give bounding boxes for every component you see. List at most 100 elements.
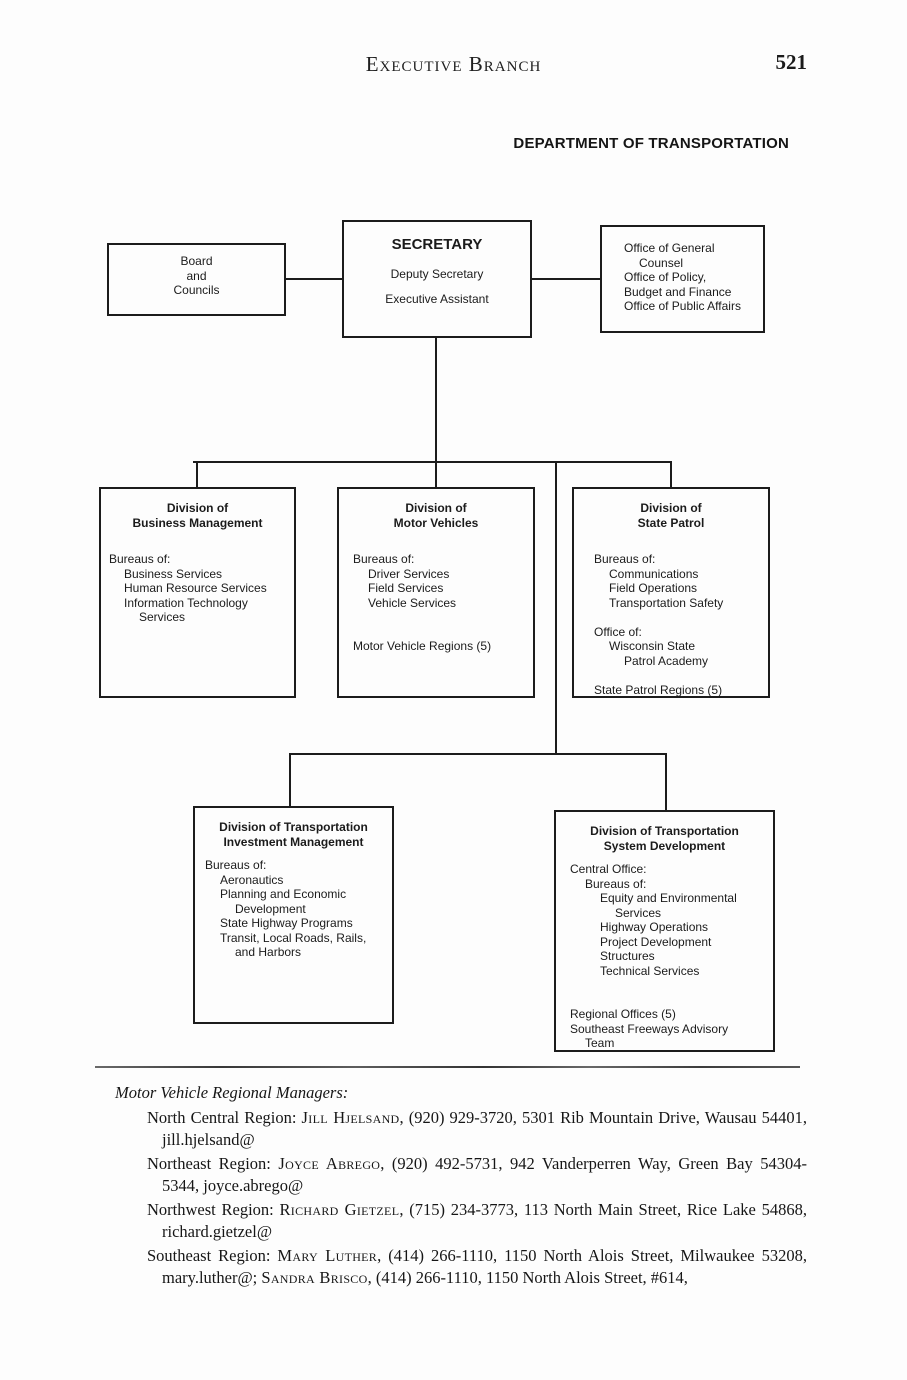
org-box-line: Office of Public Affairs — [624, 299, 741, 313]
org-box-line: Project Development — [600, 934, 712, 949]
entry-detail: , (715) 234-3773, 113 North Main Street,… — [162, 1200, 807, 1241]
connector-secretary-down — [435, 338, 437, 463]
org-box-line: Development — [235, 901, 306, 916]
org-box-line — [594, 668, 768, 683]
org-box-line: Patrol Academy — [624, 653, 709, 668]
org-box-line: Structures — [600, 949, 655, 963]
regional-manager-entry-southeast: Southeast Region: Mary Luther , (414) 266… — [115, 1245, 807, 1289]
manager-name: Richard Gietzel — [279, 1200, 400, 1219]
org-box-line: and — [186, 268, 207, 283]
entry-prefix: Northwest Region: — [147, 1200, 280, 1219]
connector-drop-state-patrol — [670, 463, 672, 487]
org-box-line: State Patrol — [637, 515, 705, 530]
org-box-line: Wisconsin State — [609, 639, 696, 653]
org-box-line: Bureaus of: — [109, 552, 171, 566]
org-box-line: Services — [139, 610, 186, 624]
org-box-line: Bureaus of: — [353, 552, 415, 566]
connector-tier2-horizontal — [289, 753, 667, 755]
org-box-line: Office of General — [624, 241, 715, 255]
org-box-line: Equity and Environmental — [600, 891, 737, 905]
org-box-line: State Patrol Regions (5) — [594, 682, 723, 697]
org-box-line: Bureaus of: — [205, 858, 267, 872]
org-box-line: and Harbors — [235, 945, 302, 959]
org-box-line: Division of — [405, 501, 467, 515]
org-box-line: Human Resource Services — [124, 581, 267, 595]
org-box-line: Technical Services — [600, 963, 700, 978]
org-box-line: Aeronautics — [220, 872, 284, 887]
org-box-line: Information Technology — [124, 595, 248, 610]
org-box-line: Regional Offices (5) — [570, 1007, 676, 1021]
org-box-line: Division of Transportation — [590, 824, 739, 838]
regional-managers-section: Motor Vehicle Regional Managers: North C… — [115, 1082, 807, 1291]
manager-name: Joyce Abrego — [278, 1154, 381, 1173]
connector-tier1-horizontal — [193, 461, 672, 463]
connector-trunk-lower-tier — [555, 463, 557, 755]
org-box-line: Investment Management — [223, 834, 364, 849]
entry-detail: , (920) 492-5731, 942 Vanderperren Way, … — [162, 1154, 807, 1195]
connector-drop-motor-vehicles — [435, 463, 437, 487]
org-box-line: Field Operations — [609, 581, 698, 595]
org-box-line: Central Office: — [570, 862, 647, 876]
org-box-line: Communications — [609, 566, 699, 581]
org-box-secretary: SECRETARY Deputy Secretary Executive Ass… — [342, 220, 532, 338]
page-number: 521 — [775, 50, 808, 74]
regional-manager-entry-northeast: Northeast Region: Joyce Abrego, (920) 49… — [115, 1153, 807, 1197]
org-box-line: Highway Operations — [600, 920, 709, 934]
org-box-line: Budget and Finance — [624, 284, 732, 299]
org-box-line: System Development — [603, 838, 726, 853]
page-header-title: Executive Branch — [365, 52, 542, 76]
org-box-line: Counsel — [639, 255, 684, 270]
executive-assistant-label: Executive Assistant — [385, 292, 489, 306]
regional-manager-entry-north-central: North Central Region: Jill Hjelsand, (92… — [115, 1107, 807, 1151]
connector-drop-business-management — [196, 463, 198, 487]
entry-prefix: Southeast Region: — [147, 1246, 278, 1265]
org-box-line: Bureaus of: — [585, 876, 647, 891]
org-box-line: Transit, Local Roads, Rails, — [220, 930, 367, 945]
connector-drop-investment-management — [289, 755, 291, 806]
org-box-line: Field Services — [368, 581, 444, 595]
entry-detail: , (414) 266-1110, 1150 North Alois Stree… — [367, 1268, 688, 1287]
org-box-line: Motor Vehicles — [393, 515, 479, 530]
footer-separator-rule — [95, 1066, 800, 1068]
org-box-line: Division of — [640, 501, 702, 515]
org-box-line — [594, 610, 768, 625]
entry-prefix: North Central Region: — [147, 1108, 302, 1127]
org-box-line — [353, 610, 533, 625]
org-box-line: Councils — [173, 283, 220, 297]
connector-drop-system-development — [665, 755, 667, 810]
org-box-line: Planning and Economic — [220, 887, 347, 901]
division-body: Central Office:Bureaus of:Equity and Env… — [556, 862, 773, 1051]
org-box-line: Bureaus of: — [594, 552, 656, 566]
manager-name: Sandra Brisco — [261, 1268, 368, 1287]
org-box-line — [353, 625, 533, 640]
connector-board-secretary — [286, 278, 342, 280]
org-box-line: Division of Transportation — [219, 820, 368, 834]
secretary-title: SECRETARY — [391, 236, 483, 253]
manager-name: Mary Luther — [277, 1246, 378, 1265]
manager-name: Jill Hjelsand — [301, 1108, 400, 1127]
org-box-line: Services — [615, 905, 662, 920]
org-box-line: Transportation Safety — [609, 595, 724, 610]
entry-prefix: Northeast Region: — [147, 1154, 279, 1173]
entry-detail: , (414) 266-1110, 1150 North Alois Stree… — [162, 1246, 807, 1287]
org-box-line: State Highway Programs — [220, 916, 353, 930]
org-box-line: Vehicle Services — [368, 595, 457, 610]
org-box-line: Business Management — [132, 515, 263, 530]
org-box-line: Board — [180, 254, 213, 268]
org-box-line: Office of Policy, — [624, 270, 707, 284]
regional-manager-entry-northwest: Northwest Region: Richard Gietzel, (715)… — [115, 1199, 807, 1243]
